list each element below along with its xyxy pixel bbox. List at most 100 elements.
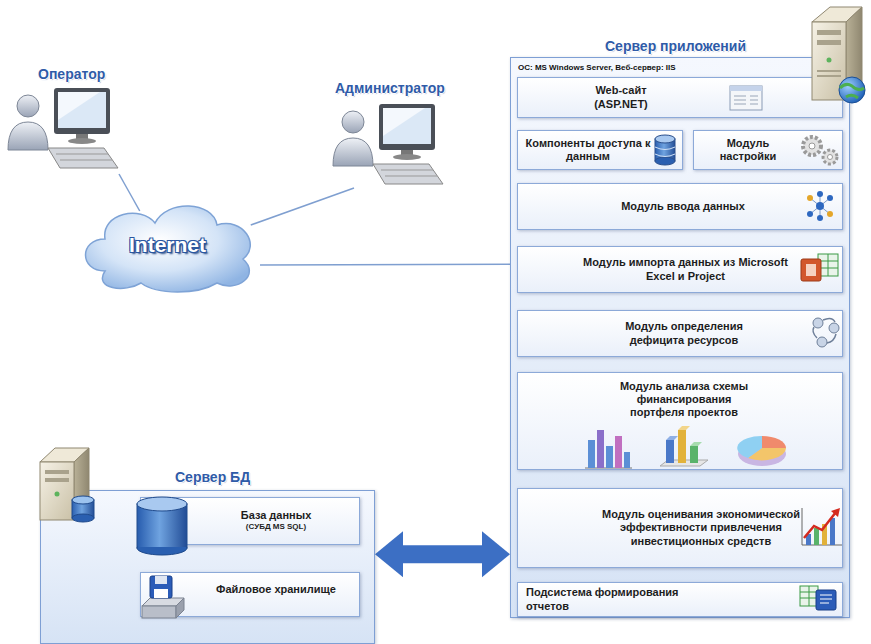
office-import-icon-part bbox=[801, 259, 821, 281]
3d-bar-chart-icon bbox=[660, 426, 708, 466]
admin-icon bbox=[333, 104, 443, 184]
bar-chart-icon-part bbox=[588, 440, 595, 468]
text-wrap: Модуль импорта данных из Microsoft Excel… bbox=[573, 256, 798, 282]
data-input-icon-part bbox=[807, 195, 813, 201]
data-input-icon-part bbox=[817, 215, 823, 221]
file-storage-icon-part bbox=[142, 598, 184, 606]
file-storage-icon-part bbox=[142, 606, 176, 618]
app-server-icon-part bbox=[812, 22, 846, 100]
text-wrap: Модуль ввода данных bbox=[578, 200, 788, 213]
data-input-icon-part bbox=[827, 195, 833, 201]
module-box: Web-сайт (ASP.NET) bbox=[517, 77, 843, 118]
operator-icon bbox=[8, 88, 118, 168]
bar-chart-icon-part bbox=[585, 468, 632, 469]
pie-chart-icon bbox=[737, 436, 786, 466]
db-server-icon-part bbox=[40, 462, 74, 520]
text-wrap: Web-сайт (ASP.NET) bbox=[571, 84, 671, 110]
node-label: Сервер БД bbox=[175, 469, 375, 485]
database-cylinder-icon bbox=[137, 497, 187, 555]
growth-chart-icon-part bbox=[804, 512, 836, 538]
gears-icon-part bbox=[809, 143, 815, 149]
user-figure: Оператор bbox=[5, 62, 125, 174]
gears-icon-part bbox=[828, 155, 833, 160]
app-server-icon-part bbox=[839, 77, 865, 103]
data-input-icon-part bbox=[816, 202, 824, 210]
office-report-icon-part bbox=[816, 590, 836, 610]
database-cylinder-icon-part bbox=[137, 504, 187, 548]
database-icon bbox=[655, 135, 675, 165]
data-input-icon-part bbox=[827, 211, 833, 217]
data-input-icon-part bbox=[817, 191, 823, 197]
server-panel: Сервер приложенийОС: MS Windows Server, … bbox=[510, 38, 850, 618]
data-input-icon-part bbox=[810, 194, 830, 218]
text-wrap: Модуль анализа схемы финансирования порт… bbox=[609, 373, 759, 420]
node-label: Web-сайт (ASP.NET) bbox=[571, 84, 671, 110]
db-server-icon-part bbox=[72, 500, 94, 518]
node-label: Модуль настройки bbox=[698, 137, 798, 163]
office-import-icon bbox=[801, 254, 838, 281]
storage-box: Файловое хранилище bbox=[140, 572, 360, 617]
gears-icon-part bbox=[823, 150, 837, 164]
text-wrap: Модуль оценивания экономической эффектив… bbox=[601, 508, 801, 548]
text-wrap: Модуль определения дефицита ресурсов bbox=[609, 320, 759, 346]
app-server-icon-part bbox=[817, 40, 841, 45]
pie-chart-icon-part bbox=[738, 442, 786, 466]
database-cylinder-icon-part bbox=[137, 541, 187, 555]
db-server-icon-part bbox=[45, 478, 69, 482]
user-figure: Администратор bbox=[330, 78, 490, 188]
file-storage-icon bbox=[142, 576, 184, 618]
3d-bar-chart-icon-part bbox=[660, 460, 708, 466]
office-import-icon-part bbox=[818, 254, 838, 276]
text-wrap: Модуль настройки bbox=[698, 137, 798, 163]
node-sublabel: ОС: MS Windows Server, Веб-сервер: IIS bbox=[518, 63, 850, 72]
node-label: Internet bbox=[129, 233, 206, 257]
text-wrap: Компоненты доступа к данным bbox=[522, 137, 654, 163]
database-icon-part bbox=[655, 157, 675, 165]
node-label: Модуль определения дефицита ресурсов bbox=[609, 320, 759, 346]
growth-chart-icon-part bbox=[830, 518, 835, 545]
resource-deficit-icon-part bbox=[829, 323, 839, 333]
data-exchange-arrow bbox=[403, 545, 482, 563]
db-server-icon bbox=[40, 448, 94, 522]
db-server-icon-part bbox=[40, 448, 89, 462]
module-box: Модуль определения дефицита ресурсов bbox=[517, 310, 843, 357]
web-page-icon bbox=[730, 86, 762, 110]
node-label: Модуль оценивания экономической эффектив… bbox=[601, 508, 801, 548]
storage-box: База данных(СУБД MS SQL) bbox=[140, 497, 360, 545]
bar-chart-icon-part bbox=[597, 430, 604, 468]
resource-deficit-icon bbox=[813, 318, 839, 347]
growth-chart-icon-part bbox=[802, 508, 842, 545]
gears-icon bbox=[803, 137, 837, 164]
node-label: Оператор bbox=[38, 66, 125, 82]
node-label: Модуль ввода данных bbox=[621, 200, 745, 213]
file-storage-icon-part bbox=[155, 576, 167, 584]
module-box: Модуль анализа схемы финансирования порт… bbox=[517, 372, 843, 470]
module-box: Модуль настройки bbox=[693, 130, 843, 170]
web-page-icon-part bbox=[730, 86, 762, 110]
pie-chart-icon-part bbox=[748, 448, 786, 460]
text-wrap: База данных(СУБД MS SQL) bbox=[201, 509, 351, 533]
app-server-icon-part bbox=[840, 84, 864, 98]
data-input-icon-part bbox=[807, 211, 813, 217]
module-box: Модуль оценивания экономической эффектив… bbox=[517, 488, 843, 568]
resource-deficit-icon-part bbox=[817, 337, 827, 347]
db-server-icon-part bbox=[55, 492, 60, 497]
db-server-icon-part bbox=[72, 496, 94, 504]
database-icon-part bbox=[655, 139, 675, 161]
pie-chart-icon-part bbox=[762, 436, 786, 448]
app-server-icon bbox=[812, 7, 865, 103]
gears-icon-part bbox=[803, 137, 821, 155]
office-report-icon bbox=[800, 586, 836, 610]
db-server-icon-part bbox=[72, 514, 94, 522]
resource-deficit-icon-part bbox=[813, 318, 836, 343]
app-server-icon-part bbox=[817, 75, 841, 77]
app-server-icon-part bbox=[817, 30, 841, 35]
text-wrap: Файловое хранилище bbox=[201, 573, 351, 596]
file-storage-icon-part bbox=[150, 576, 172, 598]
database-cylinder-icon-part bbox=[138, 504, 186, 547]
resource-deficit-icon-part bbox=[813, 318, 823, 328]
app-server-icon-part bbox=[812, 7, 862, 22]
growth-chart-icon-part bbox=[814, 528, 819, 545]
bar-chart-icon-part bbox=[615, 436, 622, 468]
